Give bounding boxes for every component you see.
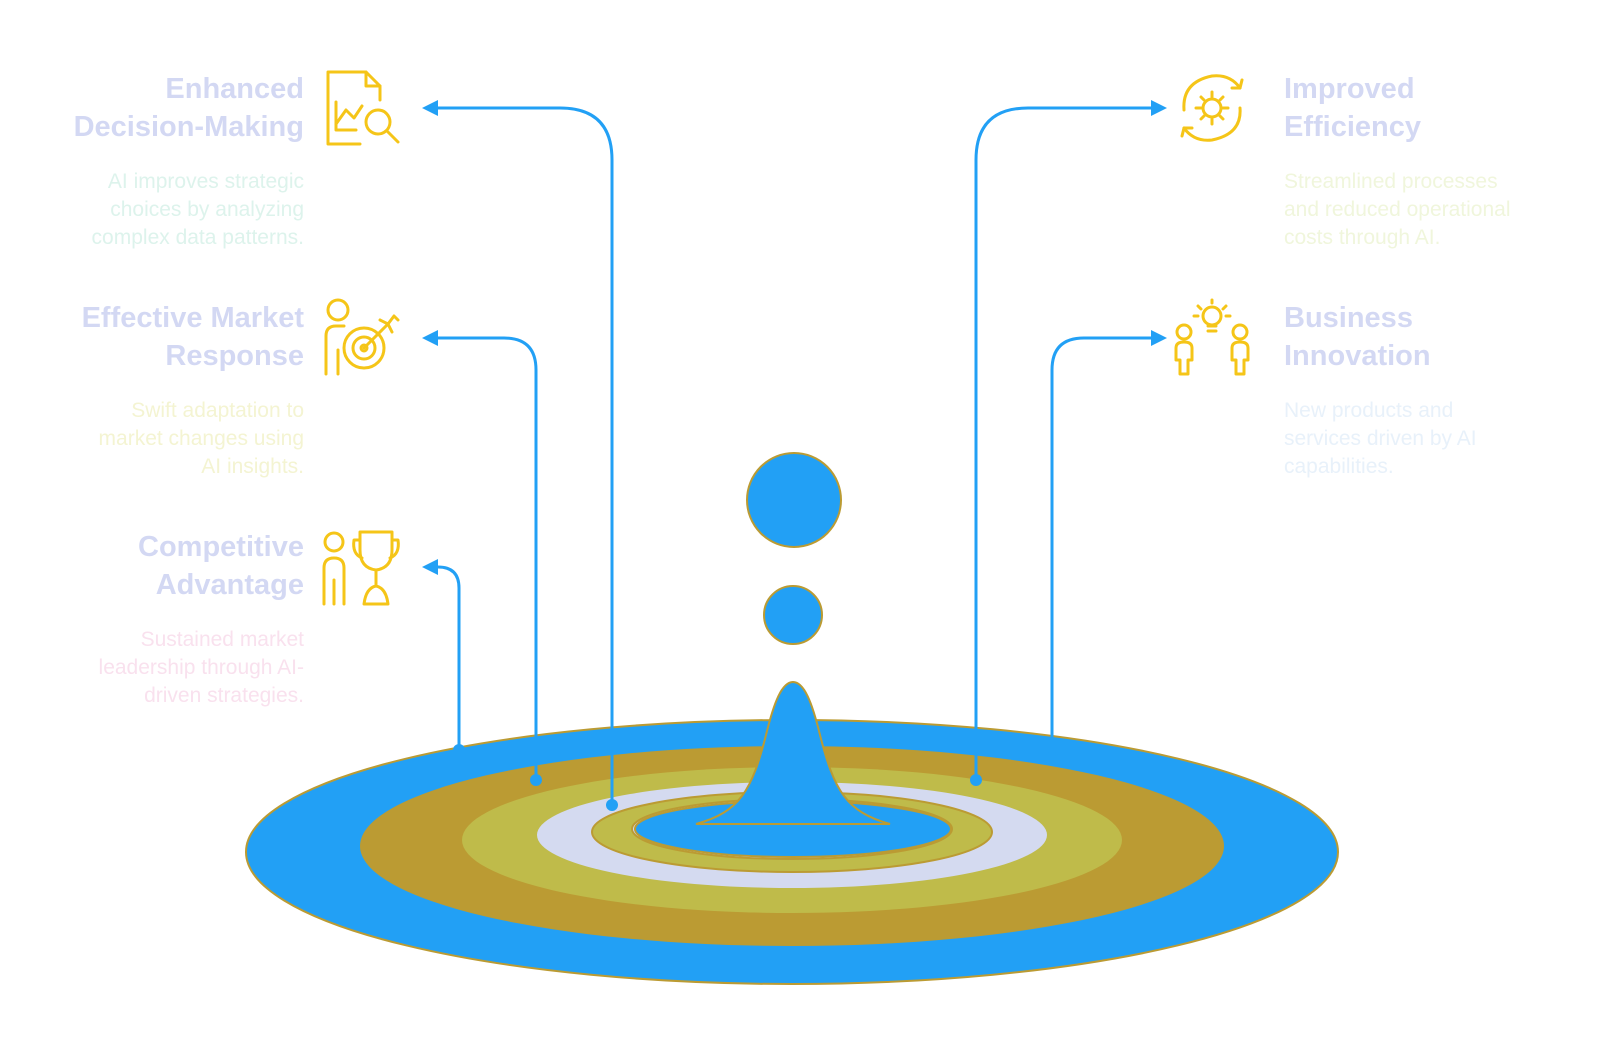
item-description-line: capabilities. [1284, 455, 1394, 478]
item-effective-market-response: Effective Market Response Swift adaptati… [4, 299, 304, 481]
anchor-dot-innovation [1046, 751, 1058, 763]
droplet-large [746, 452, 842, 548]
anchor-dot-efficiency [970, 774, 982, 786]
item-description-line: choices by analyzing [110, 198, 304, 221]
gear-cycle-icon [1172, 68, 1252, 148]
item-enhanced-decision-making: Enhanced Decision-Making AI improves str… [4, 70, 304, 252]
item-description-line: services driven by AI [1284, 427, 1477, 450]
item-title-line: Innovation [1284, 340, 1431, 372]
connector-decision [432, 106, 614, 803]
anchor-dot-decision [606, 799, 618, 811]
item-description: Swift adaptation to market changes using… [4, 397, 304, 481]
target-person-icon [322, 298, 402, 378]
item-title-line: Efficiency [1284, 111, 1421, 143]
item-title: Business Innovation [1284, 299, 1584, 375]
item-improved-efficiency: Improved Efficiency Streamlined processe… [1284, 70, 1584, 252]
arrowhead-innovation [1151, 330, 1167, 346]
item-description-line: driven strategies. [144, 684, 304, 707]
item-description-line: and reduced operational [1284, 198, 1511, 221]
item-description: Sustained market leadership through AI- … [4, 626, 304, 710]
connector-market [432, 336, 538, 778]
item-title-line: Decision-Making [73, 111, 304, 143]
item-title-line: Improved [1284, 73, 1415, 105]
splash-column [695, 680, 891, 825]
item-competitive-advantage: Competitive Advantage Sustained market l… [4, 528, 304, 710]
anchor-dot-market [530, 774, 542, 786]
item-description-line: leadership through AI- [98, 656, 304, 679]
people-lightbulb-icon [1172, 298, 1252, 378]
arrowhead-efficiency [1151, 100, 1167, 116]
item-description-line: market changes using [98, 427, 304, 450]
trophy-person-icon [322, 528, 402, 608]
item-title-line: Competitive [138, 531, 304, 563]
item-title: Effective Market Response [4, 299, 304, 375]
item-title: Competitive Advantage [4, 528, 304, 604]
item-title: Enhanced Decision-Making [4, 70, 304, 146]
item-description-line: AI insights. [201, 455, 304, 478]
arrowhead-competitive [422, 559, 438, 575]
item-description-line: AI improves strategic [107, 170, 304, 193]
item-business-innovation: Business Innovation New products and ser… [1284, 299, 1584, 481]
item-description: Streamlined processes and reduced operat… [1284, 168, 1584, 252]
item-title: Improved Efficiency [1284, 70, 1584, 146]
item-description-line: New products and [1284, 399, 1454, 422]
chart-magnifier-icon [322, 68, 402, 148]
item-title-line: Enhanced [165, 73, 304, 105]
item-title-line: Effective Market [81, 302, 304, 334]
item-description-line: Streamlined processes [1284, 170, 1498, 193]
item-title-line: Business [1284, 302, 1413, 334]
connector-innovation [1050, 336, 1157, 755]
connector-efficiency [974, 106, 1157, 778]
item-title-line: Advantage [155, 569, 304, 601]
item-description: New products and services driven by AI c… [1284, 397, 1584, 481]
arrowhead-decision [422, 100, 438, 116]
item-description-line: Swift adaptation to [131, 399, 304, 422]
item-description: AI improves strategic choices by analyzi… [4, 168, 304, 252]
item-description-line: costs through AI. [1284, 226, 1441, 249]
connector-competitive [432, 565, 461, 748]
item-title-line: Response [165, 340, 304, 372]
item-description-line: complex data patterns. [91, 226, 304, 249]
anchor-dot-competitive [453, 744, 465, 756]
droplet-small [763, 585, 823, 645]
arrowhead-market [422, 330, 438, 346]
item-description-line: Sustained market [140, 628, 304, 651]
